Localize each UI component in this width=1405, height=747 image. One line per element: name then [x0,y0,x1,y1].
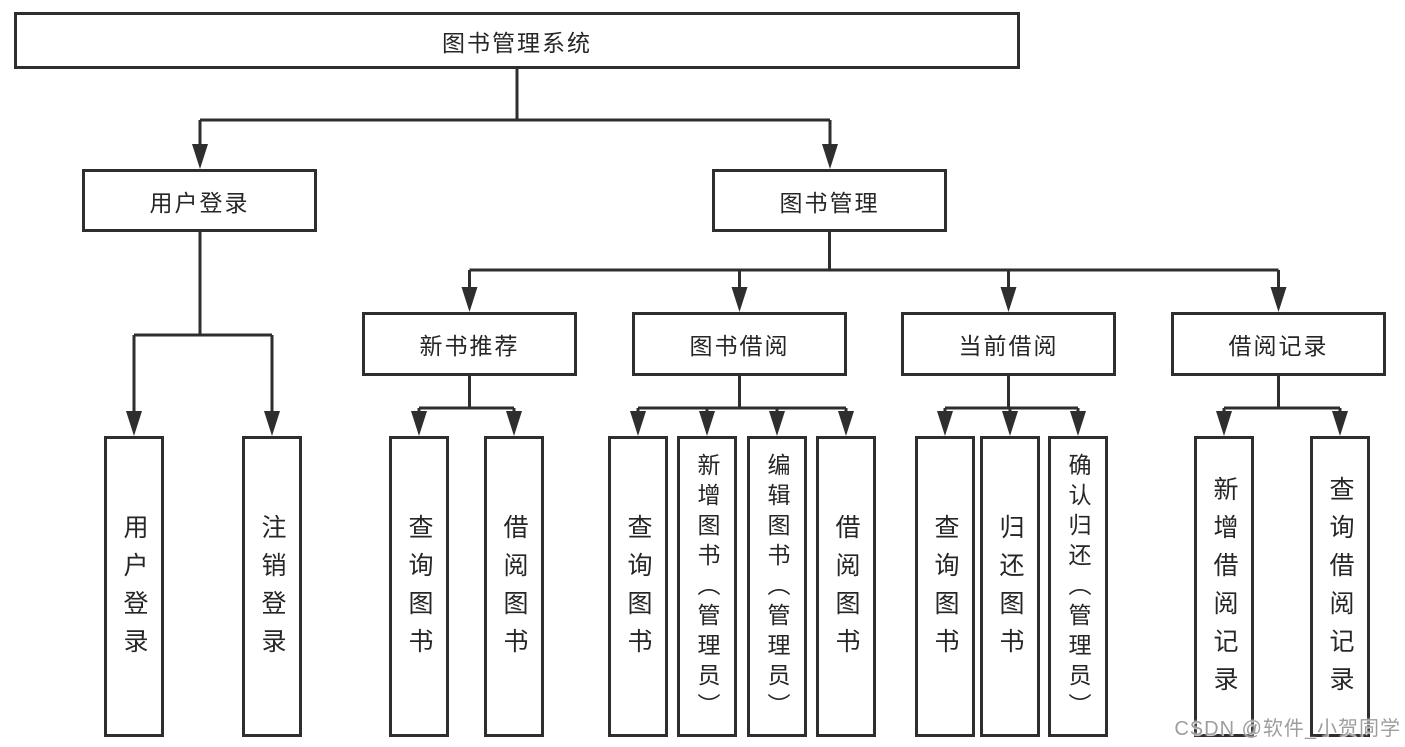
node-borrowing-records: 借阅记录 [1171,312,1386,376]
node-library-management-system: 图书管理系统 [14,12,1020,69]
node-borrowing-borrow-books: 借阅图书 [816,436,876,737]
node-logout: 注销登录 [242,436,302,737]
node-confirm-return-admin: 确认归还（管理员） [1048,436,1108,737]
node-borrowing-query-books: 查询图书 [608,436,668,737]
node-user-login: 用户登录 [82,169,317,232]
node-recommend-query-books: 查询图书 [389,436,449,737]
node-new-book-recommend: 新书推荐 [362,312,577,376]
node-book-management: 图书管理 [712,169,947,232]
node-recommend-borrow-books: 借阅图书 [484,436,544,737]
node-query-borrow-record: 查询借阅记录 [1310,436,1370,737]
node-return-books: 归还图书 [980,436,1040,737]
watermark: CSDN @软件_小贺同学 [1174,718,1401,740]
node-add-books-admin: 新增图书（管理员） [677,436,737,737]
node-edit-books-admin: 编辑图书（管理员） [747,436,807,737]
node-current-borrowing: 当前借阅 [901,312,1116,376]
node-add-borrow-record: 新增借阅记录 [1194,436,1254,737]
node-book-borrowing: 图书借阅 [632,312,847,376]
node-current-query-books: 查询图书 [915,436,975,737]
node-user-login-leaf: 用户登录 [104,436,164,737]
